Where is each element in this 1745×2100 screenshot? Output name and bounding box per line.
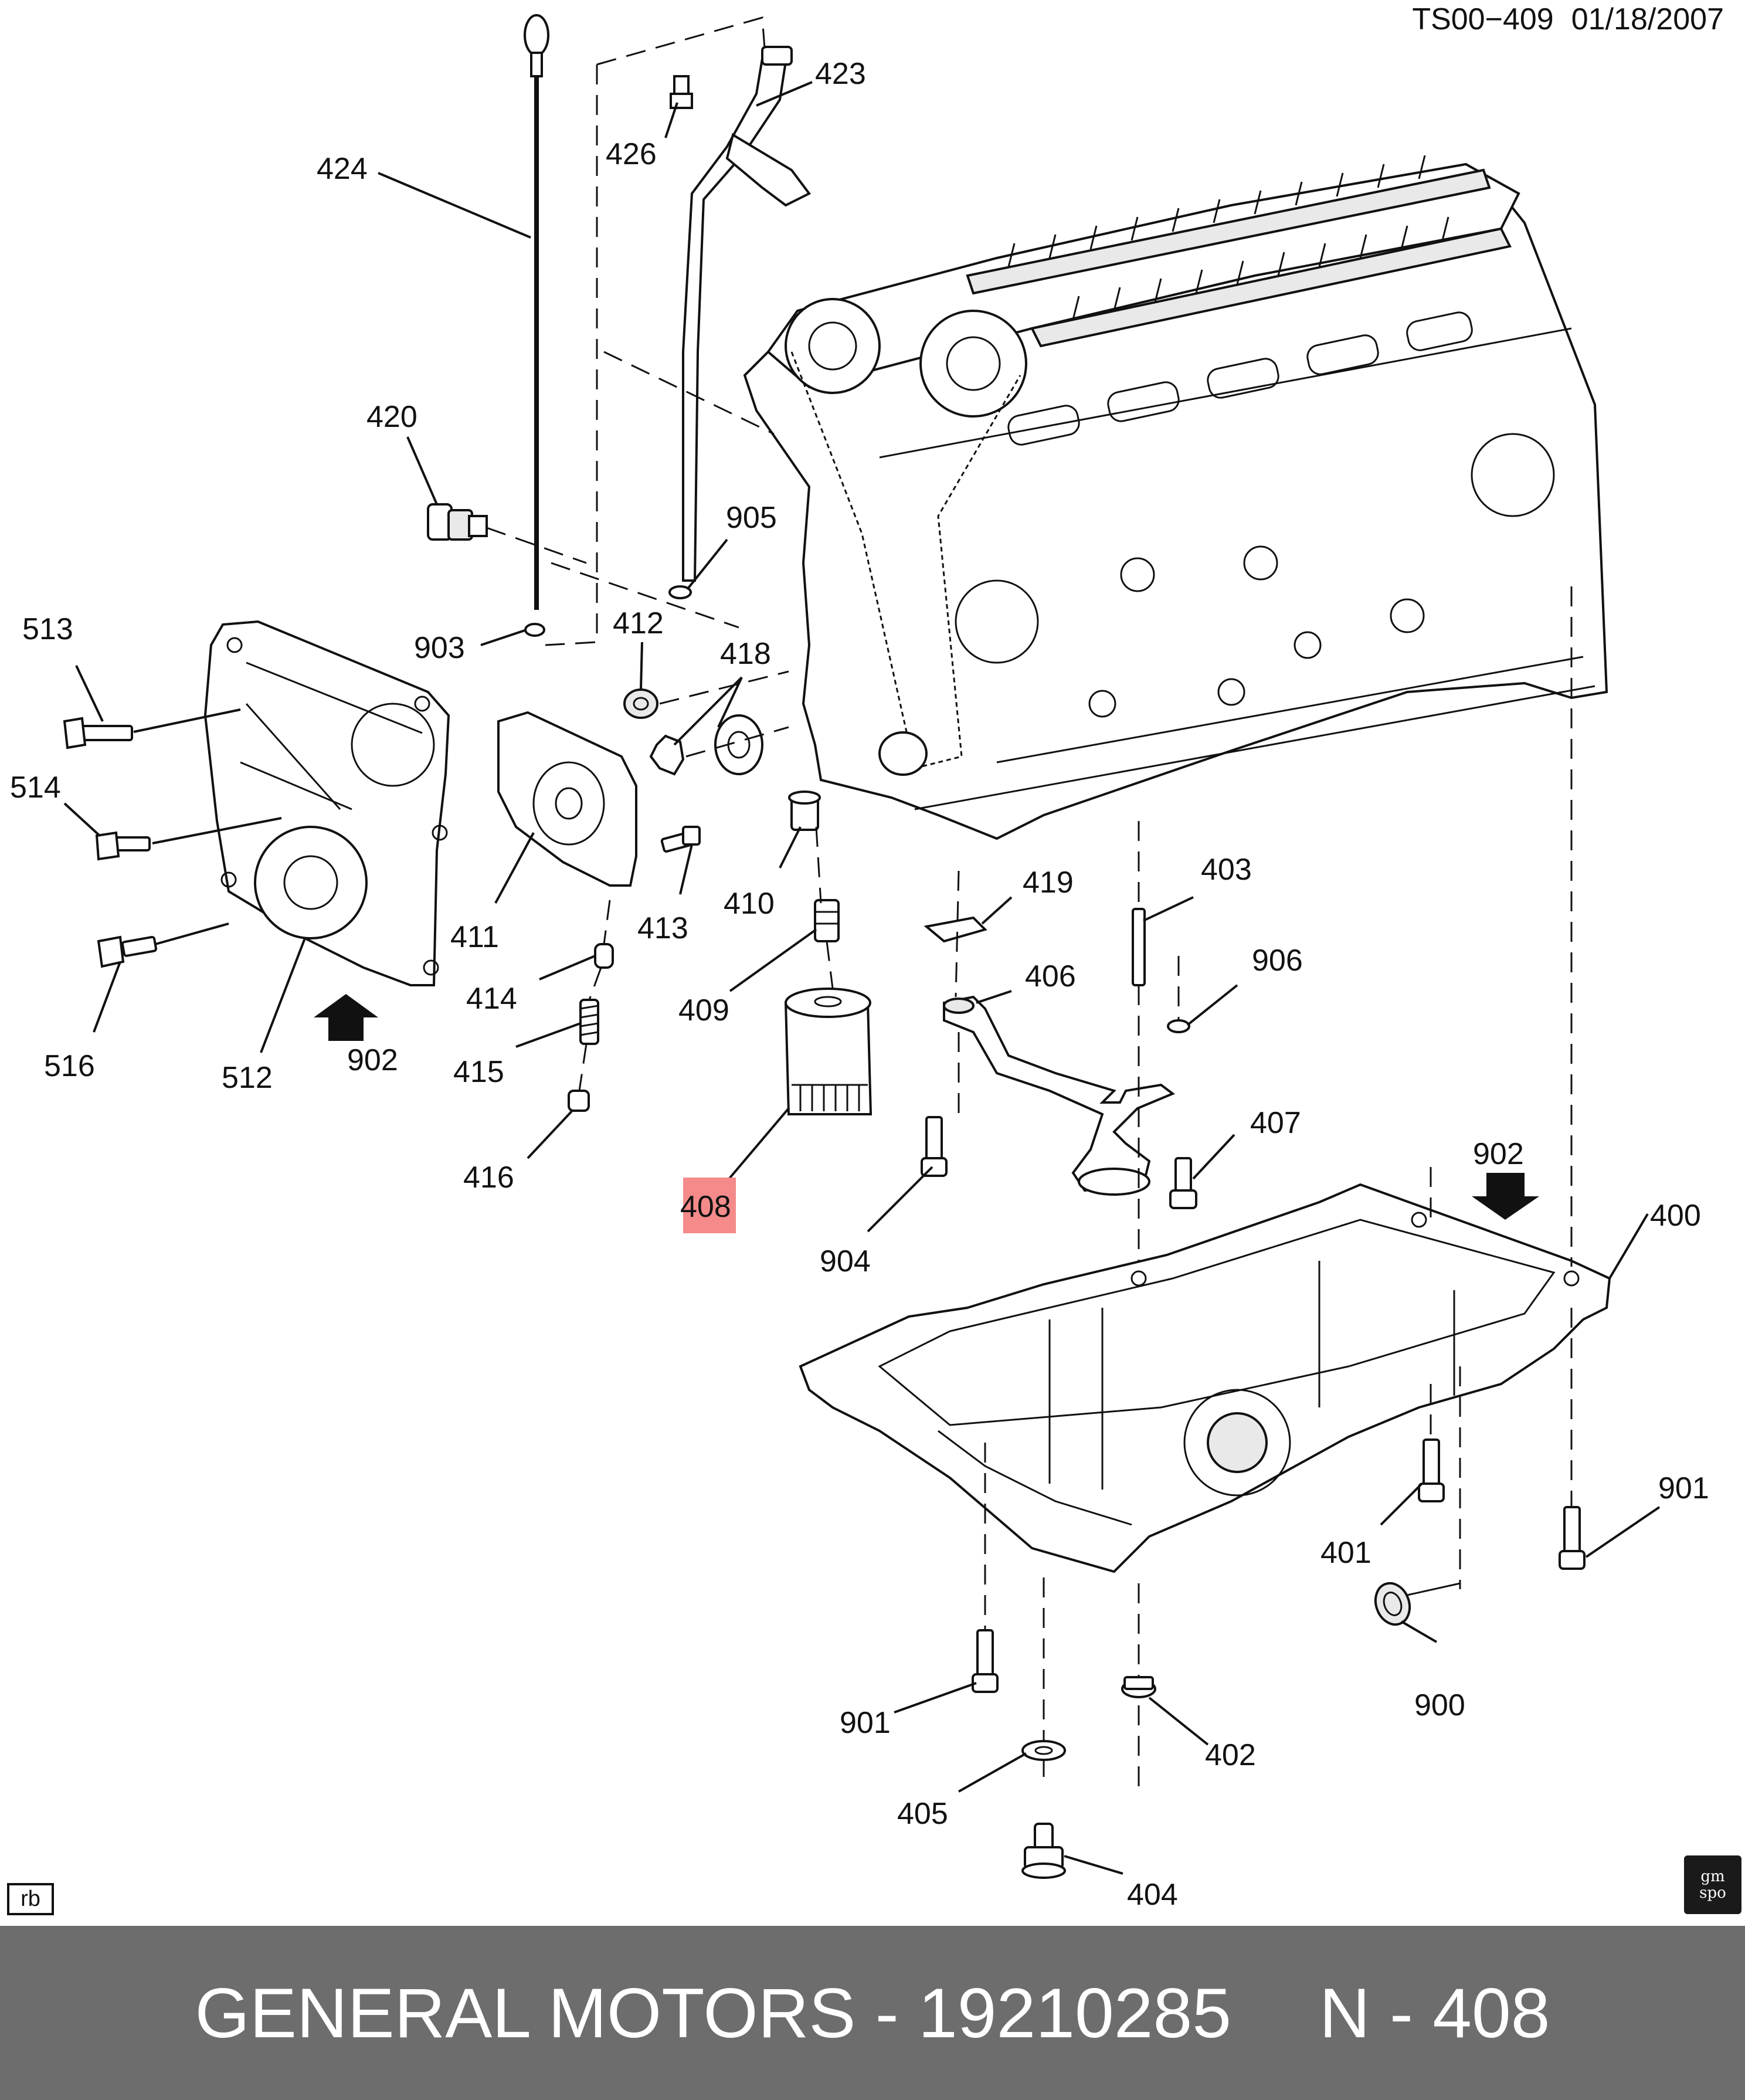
valve-414 <box>594 943 614 969</box>
callout-419: 419 <box>1023 866 1074 900</box>
seal-412 <box>623 688 658 719</box>
document-header: TS00−409 01/18/2007 <box>1412 2 1724 36</box>
dipstick-424 <box>524 14 549 610</box>
callout-403: 403 <box>1201 853 1252 887</box>
callout-902-right: 902 <box>1473 1137 1524 1171</box>
callout-426: 426 <box>606 137 657 171</box>
callout-905: 905 <box>726 501 777 535</box>
callout-410: 410 <box>724 887 775 921</box>
callout-411: 411 <box>450 920 499 954</box>
logo-line-1: gm <box>1700 1868 1725 1885</box>
drain-plug-404 <box>1021 1823 1066 1879</box>
oil-pan-400 <box>799 1183 1611 1573</box>
direction-arrow-902-right <box>1472 1173 1539 1220</box>
callout-513: 513 <box>22 612 73 646</box>
gm-spo-logo: gm spo <box>1684 1855 1741 1914</box>
oil-pickup-406 <box>943 995 1175 1196</box>
bolt-901-right <box>1559 1506 1586 1570</box>
front-cover-512 <box>203 620 450 986</box>
bolt-413 <box>660 826 701 853</box>
washer-903 <box>524 623 545 637</box>
bolt-407 <box>1169 1157 1197 1209</box>
callout-904: 904 <box>820 1244 871 1278</box>
callout-414: 414 <box>466 982 517 1016</box>
pump-gears-418 <box>649 714 763 776</box>
footer-callout-ref: N - 408 <box>1319 1973 1550 2052</box>
callout-406: 406 <box>1025 959 1076 993</box>
callout-labels: 423 426 424 420 905 513 903 412 418 514 … <box>10 57 1709 1912</box>
callout-420: 420 <box>366 400 417 434</box>
callout-409: 409 <box>678 993 729 1027</box>
stud-403 <box>1132 908 1146 986</box>
bolt-401 <box>1418 1439 1445 1502</box>
corner-tag: rb <box>7 1883 54 1915</box>
oil-filter-408 <box>784 988 872 1115</box>
fitting-409 <box>814 899 840 942</box>
oil-pump-411 <box>497 711 637 887</box>
callout-903: 903 <box>414 631 465 665</box>
bolt-426 <box>670 75 693 109</box>
leader-lines <box>63 81 1661 1875</box>
bolt-516 <box>97 935 158 968</box>
callout-512: 512 <box>222 1061 273 1095</box>
callout-408: 408 <box>680 1190 731 1224</box>
footer-part-number: GENERAL MOTORS - 19210285 <box>195 1973 1231 2052</box>
callout-400: 400 <box>1650 1199 1701 1233</box>
highlight-box-408 <box>683 1178 736 1233</box>
callout-415: 415 <box>453 1055 504 1089</box>
callout-514: 514 <box>10 771 61 805</box>
callout-423: 423 <box>815 57 866 91</box>
bolt-901-left <box>972 1629 999 1693</box>
callout-401: 401 <box>1320 1536 1371 1570</box>
callout-906: 906 <box>1252 944 1303 978</box>
bolt-904 <box>921 1116 948 1177</box>
nut-402 <box>1121 1676 1156 1698</box>
washer-905 <box>668 585 692 599</box>
plug-416 <box>568 1090 590 1112</box>
callout-412: 412 <box>613 606 664 640</box>
fitting-410 <box>788 791 821 831</box>
header-doc-id: TS00−409 <box>1412 2 1553 36</box>
callout-900: 900 <box>1414 1688 1465 1722</box>
exploded-parts-diagram: TS00−409 01/18/2007 <box>10 2 1724 1912</box>
header-date: 01/18/2007 <box>1571 2 1724 36</box>
footer-bar: GENERAL MOTORS - 19210285 N - 408 <box>0 1926 1745 2100</box>
gasket-419 <box>924 916 987 943</box>
seal-900 <box>1374 1582 1411 1626</box>
engine-block <box>743 155 1608 840</box>
spring-415 <box>579 999 599 1045</box>
callout-405: 405 <box>897 1797 948 1831</box>
callout-418: 418 <box>720 637 771 671</box>
oil-pressure-sensor-420 <box>427 503 587 564</box>
callout-901-left: 901 <box>840 1706 891 1740</box>
callout-902-left: 902 <box>347 1043 398 1077</box>
callout-416: 416 <box>463 1161 514 1195</box>
callout-413: 413 <box>637 911 688 945</box>
callout-404: 404 <box>1127 1878 1178 1912</box>
callout-516: 516 <box>44 1049 95 1083</box>
callout-402: 402 <box>1205 1738 1256 1772</box>
direction-arrow-902-left <box>314 994 378 1041</box>
nut-906 <box>1167 1019 1190 1033</box>
callout-424: 424 <box>317 152 368 186</box>
logo-line-2: spo <box>1699 1884 1726 1902</box>
bolt-514 <box>95 831 151 861</box>
washer-405 <box>1021 1740 1066 1761</box>
callout-407: 407 <box>1250 1106 1301 1140</box>
bolt-513 <box>63 717 133 749</box>
callout-901-right: 901 <box>1658 1471 1709 1505</box>
